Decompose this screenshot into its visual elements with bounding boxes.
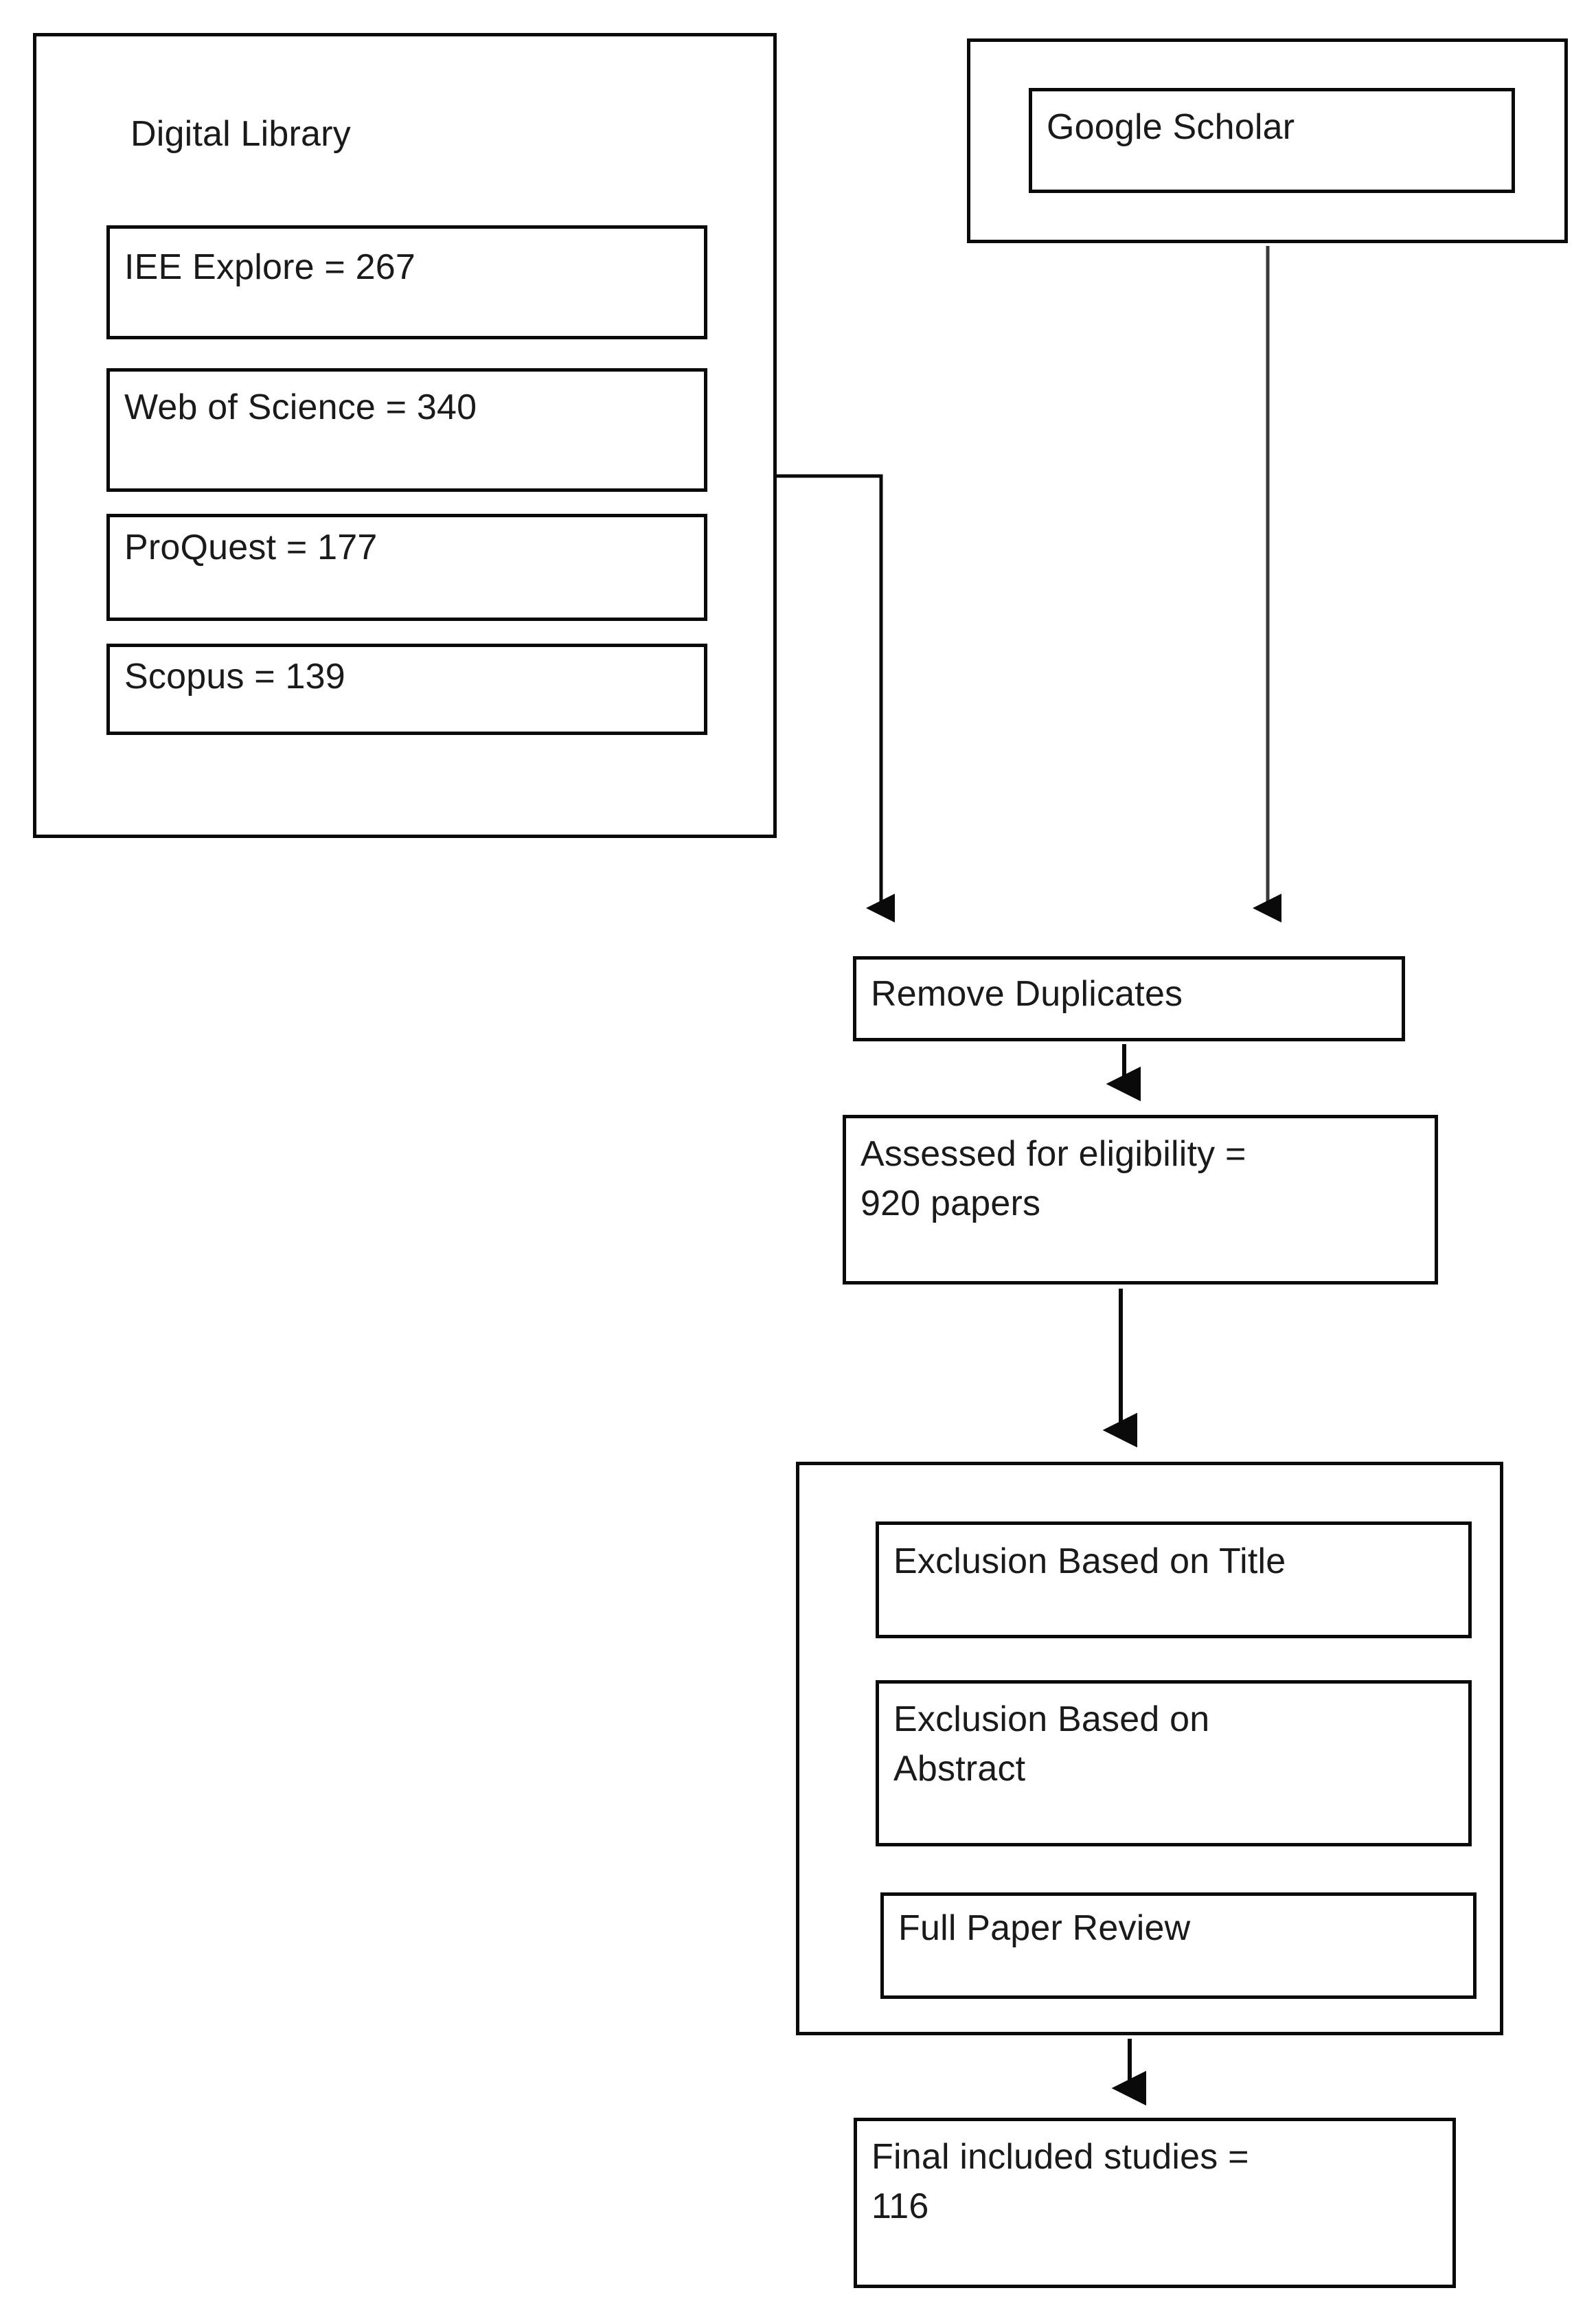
final-included-studies-box [854, 2118, 1456, 2288]
edge-digital-library-to-remove-duplicates [775, 474, 896, 923]
source-box-scopus [106, 644, 707, 735]
assessed-for-eligibility-box [843, 1115, 1438, 1285]
source-label-proquest: ProQuest = 177 [124, 528, 378, 567]
remove-duplicates-box [853, 956, 1405, 1041]
google-scholar-label: Google Scholar [1047, 107, 1295, 147]
digital-library-group-label: Digital Library [130, 114, 351, 154]
source-box-web-of-science [106, 368, 707, 492]
google-scholar-box [1029, 88, 1515, 193]
remove-duplicates-label: Remove Duplicates [871, 974, 1183, 1014]
screening-label-full-paper-review: Full Paper Review [898, 1908, 1191, 1948]
source-label-web-of-science: Web of Science = 340 [124, 387, 477, 427]
source-label-iee-explore: IEE Explore = 267 [124, 247, 415, 287]
source-label-scopus: Scopus = 139 [124, 657, 345, 697]
screening-box-exclusion-abstract [876, 1680, 1472, 1846]
screening-label-exclusion-title: Exclusion Based on Title [893, 1541, 1286, 1581]
final-included-studies-label: Final included studies = 116 [871, 2137, 1249, 2226]
screening-box-exclusion-title [876, 1521, 1472, 1638]
assessed-for-eligibility-label: Assessed for eligibility = 920 papers [860, 1134, 1246, 1223]
source-box-iee-explore [106, 225, 707, 339]
screening-box-full-paper-review [880, 1892, 1477, 1999]
screening-label-exclusion-abstract: Exclusion Based on Abstract [893, 1699, 1210, 1789]
source-box-proquest [106, 514, 707, 621]
